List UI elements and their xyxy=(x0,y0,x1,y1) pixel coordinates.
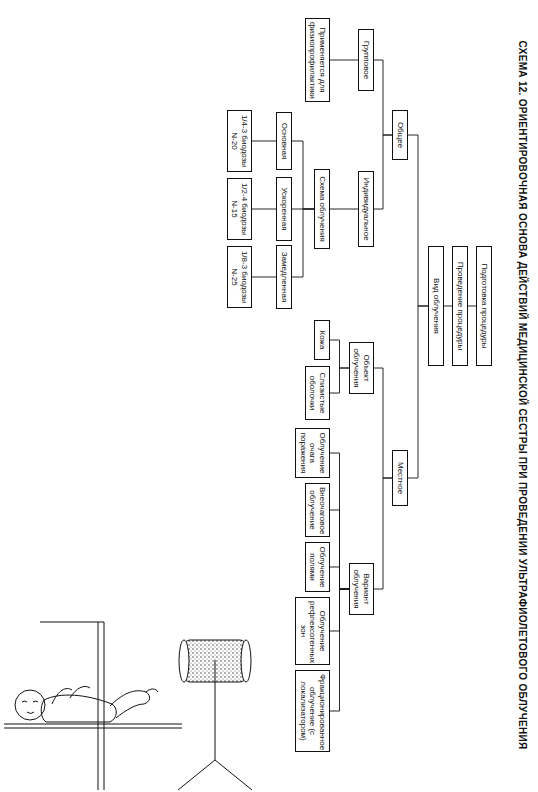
process-box: Замедленная xyxy=(276,245,292,309)
process-box: Местное xyxy=(392,450,408,506)
box-label: 1/2-4 биодозы N-15 xyxy=(230,182,249,236)
box-label: Индивидуальное xyxy=(361,175,371,243)
tree-connector xyxy=(408,306,428,478)
tree-connector xyxy=(330,368,349,393)
process-box: Основная xyxy=(276,112,292,170)
process-box: Облучение очага поражения xyxy=(295,428,330,478)
tree-connector xyxy=(330,60,358,61)
box-label: Групповое xyxy=(361,33,371,87)
process-box: Внеочаговое облучение xyxy=(305,483,330,537)
box-label: Местное xyxy=(395,454,405,502)
process-box: Групповое xyxy=(358,29,374,91)
process-box: Ускоренная xyxy=(276,177,292,241)
tree-connector xyxy=(330,589,349,711)
box-label: Слизистые оболочки xyxy=(308,370,327,416)
tree-connector xyxy=(374,60,392,135)
process-box: Облучение полями xyxy=(305,542,330,592)
tree-connector xyxy=(374,368,392,478)
box-label: Фракционированное облучение (с локализат… xyxy=(298,674,327,748)
process-box: Проведение процедуры xyxy=(452,246,468,366)
lamp-cylinder xyxy=(184,640,246,682)
lamp-end-cap xyxy=(179,640,189,682)
tree-connector xyxy=(292,141,314,209)
box-label: 1/8-3 биодозы N-25 xyxy=(230,250,249,304)
process-box: Объект облучения xyxy=(349,342,374,394)
illustration-strokes xyxy=(4,622,252,790)
box-label: Внеочаговое облучение xyxy=(308,487,327,533)
schema-stage: СХЕМА 12. ОРИЕНТИРОВОЧНАЯ ОСНОВА ДЕЙСТВИ… xyxy=(230,10,530,780)
tree-connector xyxy=(330,453,349,589)
tree-connector xyxy=(252,209,276,210)
box-label: Кожа xyxy=(317,324,327,356)
process-box: Кожа xyxy=(314,320,330,360)
tree-connector xyxy=(252,277,276,278)
tree-connector xyxy=(330,209,358,210)
tree-connector xyxy=(444,306,452,307)
tree-connector xyxy=(252,141,276,142)
box-label: 1/4-3 биодозы N-20 xyxy=(230,114,249,168)
box-label: Облучение полями xyxy=(308,546,327,588)
box-label: Облучение рефлексогенных зон xyxy=(298,601,327,661)
tree-connector xyxy=(330,340,349,368)
process-box: Вид облучения xyxy=(428,246,444,366)
tree-connector xyxy=(468,306,476,307)
box-label: Вариант облучения xyxy=(352,567,371,611)
process-box: Индивидуальное xyxy=(358,171,374,247)
tree-connector xyxy=(330,510,349,589)
process-box: Схема облучения xyxy=(314,169,330,249)
tree-connector xyxy=(408,135,428,306)
box-label: Замедленная xyxy=(279,249,289,305)
box-label: Основная xyxy=(279,116,289,166)
tree-connector xyxy=(330,567,349,589)
tree-connector xyxy=(374,478,392,589)
process-box: Общее xyxy=(392,110,408,160)
process-box: Слизистые оболочки xyxy=(305,366,330,420)
box-label: Ускоренная xyxy=(279,181,289,237)
diagram-title: СХЕМА 12. ОРИЕНТИРОВОЧНАЯ ОСНОВА ДЕЙСТВИ… xyxy=(516,30,529,760)
connector-layer xyxy=(230,10,530,780)
box-label: Общее xyxy=(395,114,405,156)
box-label: Применяется для физиопрофилактики xyxy=(308,22,327,98)
tree-connector xyxy=(292,209,314,277)
process-box: Вариант облучения xyxy=(349,563,374,615)
process-box: 1/8-3 биодозы N-25 xyxy=(227,246,252,308)
tree-connector xyxy=(374,135,392,209)
process-box: Облучение рефлексогенных зон xyxy=(295,597,330,665)
process-box: Фракционированное облучение (с локализат… xyxy=(295,670,330,752)
box-label: Облучение очага поражения xyxy=(298,432,327,474)
box-label: Объект облучения xyxy=(352,346,371,390)
process-box: Применяется для физиопрофилактики xyxy=(305,18,330,102)
box-label: Вид облучения xyxy=(431,250,441,362)
lamp-end-cap xyxy=(241,640,251,682)
process-box: 1/4-3 биодозы N-20 xyxy=(227,110,252,172)
box-label: Проведение процедуры xyxy=(455,250,465,362)
box-label: Подготовка процедуры xyxy=(479,250,489,362)
box-label: Схема облучения xyxy=(317,173,327,245)
process-box: 1/2-4 биодозы N-15 xyxy=(227,178,252,240)
process-box: Подготовка процедуры xyxy=(476,246,492,366)
